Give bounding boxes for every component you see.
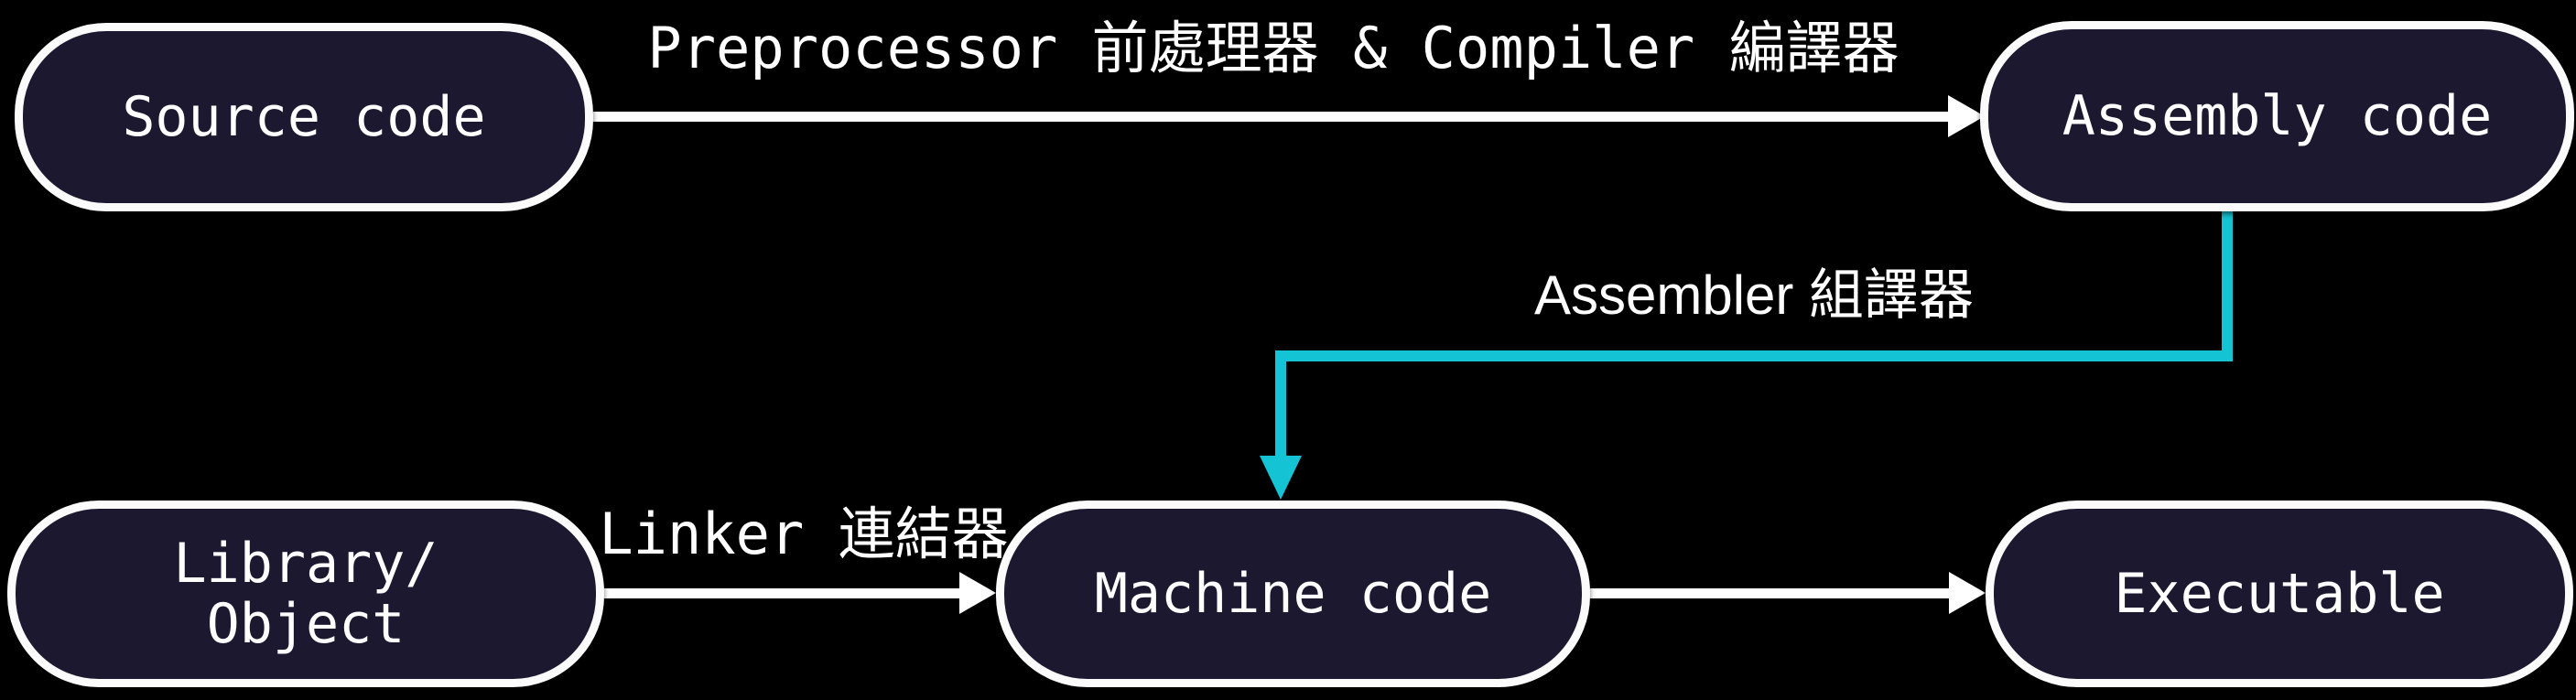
node-machine-code-label: Machine code — [1094, 562, 1492, 626]
edge-assembler-segment-horizontal — [1275, 350, 2233, 361]
node-machine-code: Machine code — [996, 501, 1590, 687]
edge-label-preprocessor-compiler: Preprocessor 前處理器 & Compiler 編譯器 — [647, 15, 1900, 81]
node-library-object-label-line1: Library/ — [173, 532, 438, 596]
edge-linker-shaft — [597, 588, 961, 598]
node-library-object-label-line2: Object — [206, 592, 406, 656]
node-assembly-code-label: Assembly code — [2062, 84, 2493, 148]
node-source-code: Source code — [15, 23, 593, 211]
edge-assembler-segment-vertical-left — [1275, 357, 1286, 458]
edge-label-assembler: Assembler 組譯器 — [1533, 264, 1975, 326]
node-executable: Executable — [1986, 501, 2573, 687]
edge-assembler-segment-vertical-right — [2222, 209, 2233, 361]
edge-machine-to-executable-shaft — [1588, 588, 1951, 598]
arrowhead-down-icon — [1260, 456, 1302, 500]
node-assembly-code: Assembly code — [1980, 21, 2574, 211]
edge-label-linker: Linker 連結器 — [599, 501, 1009, 567]
node-library-object: Library/ Object — [7, 501, 604, 687]
node-source-code-label: Source code — [122, 85, 486, 149]
arrowhead-right-icon — [959, 572, 996, 614]
edge-preprocessor-compiler-shaft — [593, 112, 1952, 122]
node-executable-label: Executable — [2114, 562, 2445, 626]
arrowhead-right-icon — [1948, 95, 1985, 137]
arrowhead-right-icon — [1949, 572, 1986, 614]
